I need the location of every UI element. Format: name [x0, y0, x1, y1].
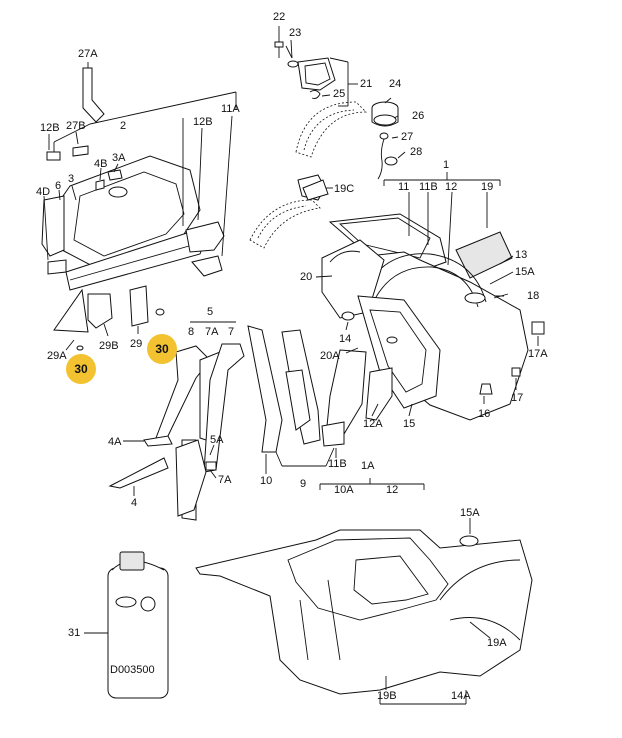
label-4a: 4A	[108, 436, 122, 448]
label-11b: 11B	[419, 181, 438, 193]
label-29: 29	[130, 338, 143, 350]
label-12-lower: 12	[386, 484, 399, 496]
label-15a: 15A	[515, 266, 535, 278]
label-29b: 29B	[99, 340, 119, 352]
clip-part-25	[309, 89, 331, 99]
label-9: 9	[300, 478, 307, 490]
label-15: 15	[403, 418, 416, 430]
label-3a: 3A	[112, 152, 126, 164]
label-13: 13	[515, 249, 528, 261]
label-25: 25	[333, 88, 346, 100]
label-15a-lower: 15A	[460, 507, 480, 519]
label-31: 31	[68, 627, 81, 639]
label-7: 7	[228, 326, 235, 338]
label-5: 5	[207, 306, 214, 318]
highlight-30-left-text: 30	[74, 362, 88, 376]
label-19a: 19A	[487, 637, 507, 649]
body-side-panel-1a	[195, 478, 533, 705]
pillar-assembly-5	[108, 321, 245, 521]
label-10a: 10A	[334, 484, 354, 496]
hose-part-27	[377, 132, 399, 180]
wheelhouse-outline-dashed	[249, 101, 367, 249]
label-7a: 7A	[205, 326, 219, 338]
label-5a: 5A	[210, 434, 224, 446]
washer-part-23	[287, 39, 299, 68]
label-27a: 27A	[78, 48, 98, 60]
label-17: 17	[511, 392, 524, 404]
label-12a: 12A	[363, 418, 383, 430]
highlight-30-right-text: 30	[155, 342, 169, 356]
label-12b-left: 12B	[40, 122, 60, 134]
fuel-flap-part-21	[297, 57, 358, 107]
label-28: 28	[410, 146, 423, 158]
label-2: 2	[120, 120, 127, 132]
label-20: 20	[300, 271, 313, 283]
label-4: 4	[131, 497, 138, 509]
label-27: 27	[401, 131, 414, 143]
label-24: 24	[389, 78, 402, 90]
label-22: 22	[273, 11, 286, 23]
label-20a: 20A	[320, 350, 340, 362]
rear-quarter-assembly-1	[302, 172, 545, 437]
seal-part-26	[373, 114, 397, 126]
highlight-30-left[interactable]: 30	[66, 354, 96, 384]
label-7a-lower: 7A	[218, 474, 232, 486]
can-label: D003500	[110, 664, 155, 676]
label-12: 12	[445, 181, 458, 193]
label-4d: 4D	[36, 186, 51, 198]
label-27b: 27B	[66, 120, 86, 132]
bolt-part-22	[274, 26, 284, 58]
label-19: 19	[481, 181, 494, 193]
label-8: 8	[188, 326, 195, 338]
label-21: 21	[360, 78, 373, 90]
spray-can-31	[84, 551, 169, 699]
grommet-part-28	[384, 151, 406, 166]
label-19b: 19B	[377, 690, 397, 702]
pillar-assembly-9	[247, 325, 345, 467]
label-6: 6	[55, 180, 62, 192]
label-11b-lower: 11B	[328, 458, 347, 470]
label-29a: 29A	[47, 350, 67, 362]
label-4b: 4B	[94, 158, 108, 170]
label-11a: 11A	[221, 103, 240, 115]
label-23: 23	[289, 27, 302, 39]
label-18: 18	[527, 290, 540, 302]
label-16: 16	[478, 408, 491, 420]
label-19c: 19C	[334, 183, 355, 195]
gusset-part-29a	[53, 288, 89, 351]
label-1: 1	[443, 159, 450, 171]
label-14: 14	[339, 333, 352, 345]
label-3: 3	[68, 173, 75, 185]
label-17a: 17A	[528, 348, 548, 360]
plate-part-29	[129, 285, 165, 327]
label-11: 11	[398, 181, 410, 193]
label-12b: 12B	[193, 116, 213, 128]
label-1a: 1A	[361, 460, 375, 472]
highlight-30-right[interactable]: 30	[147, 334, 177, 364]
front-floor-assembly-2	[41, 62, 237, 291]
label-14a: 14A	[451, 690, 471, 702]
label-10: 10	[260, 475, 273, 487]
leader-lines	[43, 45, 539, 690]
label-26: 26	[412, 110, 425, 122]
bracket-part-29b	[87, 293, 113, 329]
